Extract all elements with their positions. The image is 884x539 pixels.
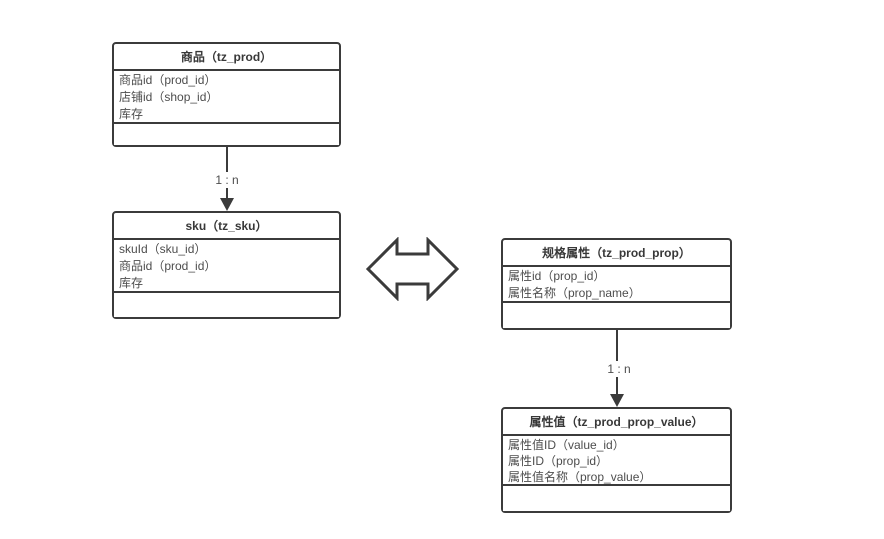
entity-prod: 商品（tz_prod） 商品id（prod_id） 店铺id（shop_id） … <box>112 42 341 147</box>
entity-field: 属性值名称（prop_value） <box>508 470 652 484</box>
entity-field: 店铺id（shop_id） <box>119 90 219 104</box>
entity-field: 库存 <box>119 276 144 290</box>
entity-sku-fields: skuId（sku_id） 商品id（prod_id） 库存 <box>114 240 339 293</box>
entity-field: skuId（sku_id） <box>119 242 207 256</box>
entity-field: 属性名称（prop_name） <box>508 286 641 300</box>
entity-prod-title: 商品（tz_prod） <box>114 44 339 71</box>
entity-prod-prop-fields: 属性id（prop_id） 属性名称（prop_name） <box>503 267 730 303</box>
entity-prod-fields: 商品id（prod_id） 店铺id（shop_id） 库存 <box>114 71 339 124</box>
entity-footer-blank <box>503 303 730 328</box>
entity-sku-title: sku（tz_sku） <box>114 213 339 240</box>
entity-field: 商品id（prod_id） <box>119 73 217 87</box>
cardinality-label: 1 : n <box>204 172 250 188</box>
entity-prod-prop-value-fields: 属性值ID（value_id） 属性ID（prop_id） 属性值名称（prop… <box>503 436 730 486</box>
cardinality-label: 1 : n <box>596 361 642 377</box>
entity-prod-prop-value-title: 属性值（tz_prod_prop_value） <box>503 409 730 436</box>
bidirectional-arrow-icon <box>366 237 459 301</box>
entity-footer-blank <box>503 486 730 511</box>
arrow-down-icon <box>220 198 234 211</box>
entity-prod-prop-title: 规格属性（tz_prod_prop） <box>503 240 730 267</box>
entity-footer-blank <box>114 124 339 145</box>
entity-footer-blank <box>114 293 339 317</box>
entity-prod-prop: 规格属性（tz_prod_prop） 属性id（prop_id） 属性名称（pr… <box>501 238 732 330</box>
entity-field: 属性ID（prop_id） <box>508 454 609 468</box>
entity-prod-prop-value: 属性值（tz_prod_prop_value） 属性值ID（value_id） … <box>501 407 732 513</box>
entity-field: 属性值ID（value_id） <box>508 438 625 452</box>
entity-field: 商品id（prod_id） <box>119 259 217 273</box>
entity-field: 库存 <box>119 107 144 121</box>
entity-field: 属性id（prop_id） <box>508 269 606 283</box>
arrow-down-icon <box>610 394 624 407</box>
entity-sku: sku（tz_sku） skuId（sku_id） 商品id（prod_id） … <box>112 211 341 319</box>
